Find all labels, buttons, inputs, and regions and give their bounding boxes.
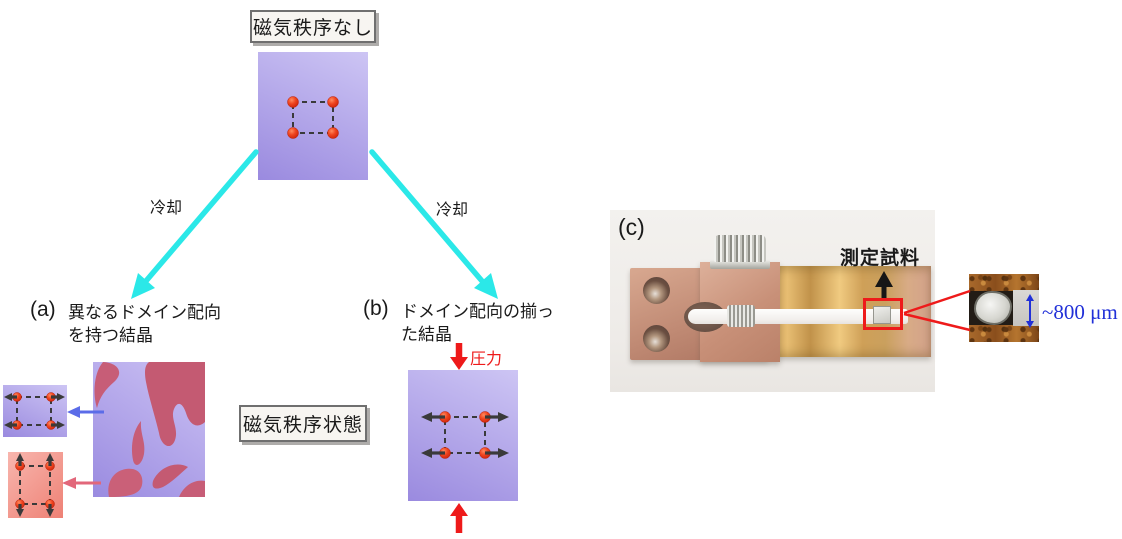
bolt-hole-top (643, 277, 670, 304)
cooling-label-left: 冷却 (150, 200, 183, 217)
branch-a-tag: (a) (30, 298, 56, 321)
domain-pattern (94, 362, 205, 497)
sample-highlight-box (863, 298, 903, 330)
bolt-hole-bottom (643, 325, 670, 352)
inset-copper-band-top (969, 274, 1039, 291)
branch-b-line1: ドメイン配向の揃っ (401, 302, 554, 321)
branch-a-caption: 異なるドメイン配向 を持つ結晶 (68, 301, 221, 348)
apparatus-photo: (c) (610, 210, 935, 392)
unit-cell-horizontal-spins (4, 392, 65, 430)
sample-chip (873, 306, 891, 324)
pressure-arrow-up (450, 503, 468, 533)
branch-b-line2: た結晶 (401, 325, 452, 345)
cooling-arrow-right (369, 149, 498, 299)
branch-a-line1: 異なるドメイン配向 (68, 303, 221, 322)
aligned-domain-crystal (408, 370, 518, 501)
sample-size-label: ~800 μm (1042, 300, 1118, 324)
branch-a-line2: を持つ結晶 (68, 326, 153, 346)
branch-b-caption: ドメイン配向の揃っ た結晶 (401, 300, 554, 347)
slot-screw-thread (727, 305, 755, 327)
photo-tag: (c) (618, 214, 645, 240)
no-magnetic-order-label: 磁気秩序なし (252, 18, 373, 39)
pressure-label: 圧力 (470, 351, 503, 368)
magnetic-order-box: 磁気秩序状態 (239, 405, 367, 442)
size-arrow-icon (1026, 294, 1034, 328)
inset-sample-crystal (974, 291, 1012, 325)
unit-cell-no-order (287, 96, 339, 139)
sample-label: 測定試料 (840, 248, 921, 269)
bottom-screw (734, 358, 768, 375)
inset-copper-band-bottom (969, 325, 1039, 342)
multi-domain-map (93, 362, 205, 497)
magnetic-order-label: 磁気秩序状態 (242, 415, 363, 436)
domain-cell-vertical (8, 452, 63, 518)
domain-cell-horizontal (3, 385, 67, 437)
unit-cell-vertical-spins (15, 453, 55, 517)
unit-cell-aligned-spins (421, 411, 509, 459)
cooling-arrow-left (131, 149, 259, 299)
screw-collar (710, 260, 770, 269)
inset-gap (1013, 290, 1039, 326)
knurled-screw-head (714, 235, 766, 262)
paramagnetic-crystal (258, 52, 368, 180)
no-magnetic-order-box: 磁気秩序なし (250, 10, 376, 43)
sample-closeup-inset (969, 274, 1039, 342)
branch-b-tag: (b) (363, 297, 389, 320)
cooling-label-right: 冷却 (436, 202, 469, 219)
pressure-arrow-down (450, 343, 468, 370)
